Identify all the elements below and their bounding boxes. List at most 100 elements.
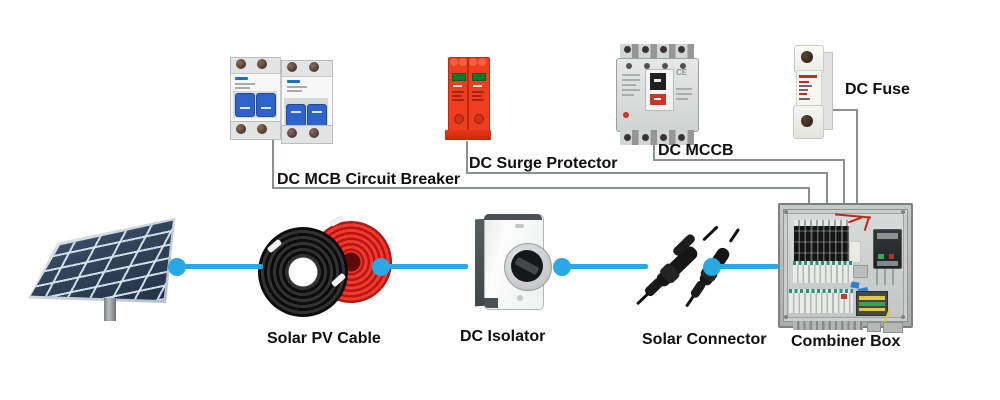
mccb-indicator-dot <box>623 112 629 118</box>
terminal-strip-top-row <box>789 289 853 293</box>
isolator-screw <box>517 295 523 301</box>
micro-text <box>452 95 462 97</box>
cable-gland <box>867 322 881 332</box>
line-mccb-tick <box>653 144 655 161</box>
micro-text <box>235 87 250 89</box>
green-stripe <box>859 302 885 306</box>
lug-screw <box>624 46 631 53</box>
mcb-handle-on <box>235 93 255 117</box>
breaker-band <box>877 261 898 266</box>
handle-slit <box>312 111 322 113</box>
dc-surge-device <box>445 54 491 144</box>
micro-text <box>622 94 634 96</box>
mcb-handle-on <box>256 93 276 117</box>
ce-mark: CE <box>676 68 688 77</box>
micro-text <box>622 84 636 86</box>
line-mcb-to-box <box>808 187 810 205</box>
label-dc-mccb: DC MCCB <box>658 142 734 159</box>
micro-text <box>676 98 688 100</box>
label-dc-isolator: DC Isolator <box>460 328 546 345</box>
micro-text <box>472 91 484 93</box>
micro-text <box>799 93 807 95</box>
surge-bump <box>469 58 477 66</box>
breaker-red-indicator <box>889 254 894 259</box>
micro-text <box>799 98 810 100</box>
brand-mark <box>235 77 248 80</box>
micro-text <box>452 91 464 93</box>
door-screw <box>901 210 905 214</box>
line-fuse-to-box <box>856 109 858 205</box>
line-mccb-underline <box>653 159 845 161</box>
micro-text <box>676 93 692 95</box>
terminal-screw-icon <box>236 124 246 134</box>
brand-mark <box>473 85 482 87</box>
surge-divider <box>467 57 469 130</box>
rotary-knob-icon <box>511 250 543 282</box>
label-pv-cable: Solar PV Cable <box>267 330 381 347</box>
micro-text <box>676 88 692 90</box>
terminal-screw-icon <box>236 59 246 69</box>
micro-text <box>799 89 808 91</box>
knob-handle <box>514 256 540 276</box>
red-label-dash <box>654 98 661 100</box>
isolator-screw <box>515 224 524 228</box>
cable-gland <box>883 322 903 333</box>
cable-glands <box>793 321 863 330</box>
dc-isolator-device <box>475 213 552 310</box>
yellow-stripe <box>859 308 885 311</box>
breaker-green-indicator <box>878 254 884 259</box>
string-fuse-bank <box>794 226 849 263</box>
body-screw <box>680 63 686 69</box>
micro-text <box>287 86 307 88</box>
micro-text <box>472 99 484 101</box>
flow-line-segment <box>381 264 468 269</box>
ground-terminal-block <box>856 291 888 316</box>
surge-status-window <box>452 73 466 81</box>
fuse-bottom-block <box>793 105 824 139</box>
mccb-bottom-lugs <box>620 130 694 145</box>
isolator-corner <box>484 298 498 308</box>
din-rail <box>794 220 850 226</box>
micro-text <box>799 81 809 83</box>
flow-node-dot <box>168 258 186 276</box>
blue-part <box>850 281 860 289</box>
dc-fuse-device <box>792 44 834 139</box>
terminal-screw-icon <box>257 124 267 134</box>
line-surge-underline <box>466 172 828 174</box>
flow-node-dot <box>372 258 390 276</box>
body-screw <box>662 63 668 69</box>
fuse-red-band <box>799 75 817 78</box>
micro-text <box>287 90 302 92</box>
terminal-screw-icon <box>287 62 297 72</box>
surge-screw <box>454 114 464 124</box>
surge-screw <box>474 114 484 124</box>
mcb-handle-off <box>286 104 306 127</box>
label-solar-connector: Solar Connector <box>642 331 767 348</box>
white-module <box>849 241 861 263</box>
flow-node-dot <box>703 258 721 276</box>
micro-text <box>235 83 255 85</box>
fuse-label-area <box>796 70 822 108</box>
breaker-pin <box>876 269 878 285</box>
dc-mccb-device: CE <box>614 42 699 145</box>
line-mcb-drop <box>272 137 274 189</box>
micro-text <box>622 74 640 76</box>
handle-slit <box>261 107 271 109</box>
line-mcb-underline <box>272 187 810 189</box>
line-mccb-to-box <box>843 159 845 205</box>
micro-text <box>622 79 640 81</box>
panel-pole <box>104 298 116 321</box>
dc-mcb-device <box>229 44 333 144</box>
main-breaker <box>873 229 902 269</box>
label-dc-fuse: DC Fuse <box>845 81 910 98</box>
lug-screw <box>642 46 649 53</box>
red-terminal <box>841 294 847 299</box>
mccb-top-lugs <box>620 44 694 58</box>
solar-panel <box>25 210 180 322</box>
cable-tail <box>728 227 741 243</box>
surge-bump <box>450 58 458 66</box>
terminal-strip-top-row <box>793 261 853 265</box>
label-combiner-box: Combiner Box <box>791 333 901 350</box>
body-screw <box>626 63 632 69</box>
terminal-strip <box>793 265 853 283</box>
